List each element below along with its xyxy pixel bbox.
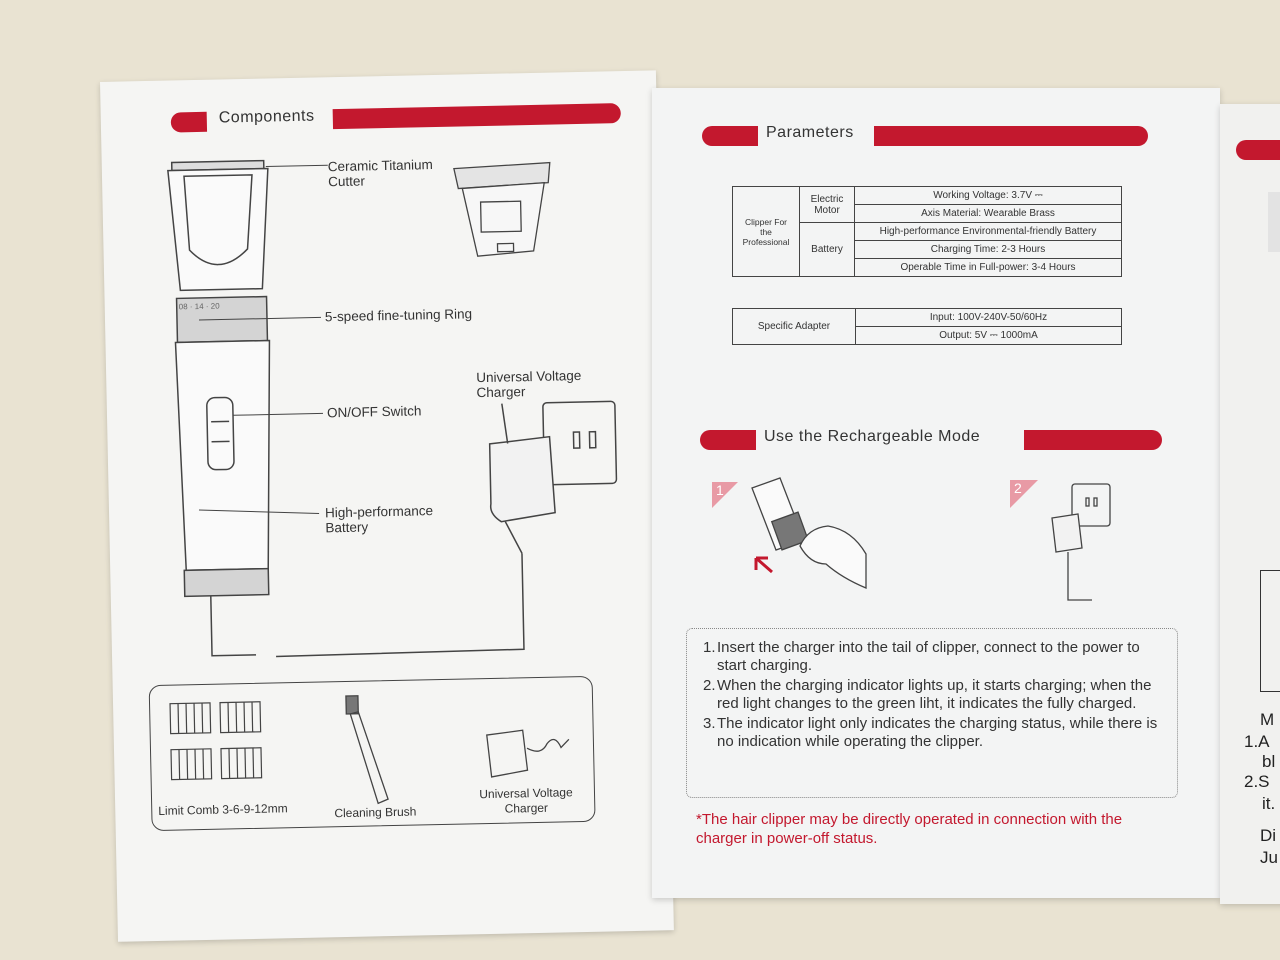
clipper-switch bbox=[206, 396, 235, 471]
adapter-table: Specific Adapter Input: 100V-240V-50/60H… bbox=[732, 308, 1122, 345]
clipper-diagram bbox=[167, 159, 618, 658]
insert-arrow-icon bbox=[754, 556, 773, 574]
third-page-line: M bbox=[1260, 710, 1275, 729]
battery-leader bbox=[198, 509, 320, 515]
rechargeable-header: Use the Rechargeable Mode bbox=[700, 426, 1162, 452]
charger-cable bbox=[210, 553, 525, 658]
cleaning-brush-icon bbox=[345, 695, 389, 805]
limit-comb-icons bbox=[169, 701, 263, 781]
charger-label: Universal Voltage Charger bbox=[476, 367, 582, 401]
axis-material-cell: Axis Material: Wearable Brass bbox=[854, 204, 1122, 223]
instruction-item: 3. The indicator light only indicates th… bbox=[703, 715, 1158, 750]
recharge-steps-illustration bbox=[712, 477, 1111, 601]
clipper-head-inner bbox=[183, 174, 253, 266]
third-page-diagram-box bbox=[1260, 570, 1280, 692]
working-voltage-cell: Working Voltage: 3.7V ⎓ bbox=[854, 186, 1122, 205]
adapter-label-cell: Specific Adapter bbox=[732, 308, 856, 345]
cleaning-brush-label: Cleaning Brush bbox=[334, 804, 417, 821]
left-page: Components bbox=[100, 70, 674, 942]
charging-time-cell: Charging Time: 2-3 Hours bbox=[854, 240, 1122, 259]
clipper-body bbox=[174, 339, 271, 572]
clipper-head bbox=[167, 167, 269, 292]
instructions-box: 1. Insert the charger into the tail of c… bbox=[686, 628, 1178, 798]
header-bar-left bbox=[700, 430, 756, 450]
third-page-line: Di bbox=[1260, 826, 1277, 845]
step-2-drawing bbox=[1051, 483, 1111, 601]
cutter-label: Ceramic Titanium Cutter bbox=[327, 157, 433, 190]
step-2-number: 2 bbox=[1014, 480, 1022, 496]
operation-note: *The hair clipper may be directly operat… bbox=[696, 811, 1123, 847]
step-1-number: 1 bbox=[716, 482, 724, 498]
third-page-line: 2.S bbox=[1244, 772, 1270, 791]
header-bar-right bbox=[874, 126, 1148, 146]
ring-leader bbox=[198, 316, 321, 321]
battery-label: High-performance Battery bbox=[324, 503, 434, 536]
third-page-line: bl bbox=[1262, 752, 1276, 771]
third-page-image bbox=[1268, 192, 1280, 252]
switch-label: ON/OFF Switch bbox=[326, 403, 422, 421]
header-bar-left bbox=[702, 126, 758, 146]
third-page-line: Ju bbox=[1260, 848, 1278, 867]
clipper-tail bbox=[183, 567, 270, 598]
third-page: M 1.A bl 2.S it. Di Ju bbox=[1220, 104, 1280, 904]
adapter-output-cell: Output: 5V ⎓ 1000mA bbox=[855, 326, 1122, 345]
battery-cell: Battery bbox=[799, 222, 855, 277]
accessories-box: Limit Comb 3-6-9-12mm Cleaning Brush Uni… bbox=[148, 675, 596, 832]
clipper-group-cell: Clipper For the Professional bbox=[732, 186, 800, 277]
adapter-input-cell: Input: 100V-240V-50/60Hz bbox=[855, 308, 1122, 327]
cutter-head-drawing bbox=[453, 161, 551, 257]
switch-leader bbox=[232, 412, 323, 416]
limit-comb-label: Limit Comb 3-6-9-12mm bbox=[158, 801, 288, 818]
third-page-line: it. bbox=[1262, 794, 1276, 813]
battery-type-cell: High-performance Environmental-friendly … bbox=[854, 222, 1122, 241]
third-page-line: 1.A bbox=[1244, 732, 1270, 751]
cutter-leader bbox=[265, 164, 328, 168]
instruction-item: 1. Insert the charger into the tail of c… bbox=[703, 639, 1140, 674]
step-1-marker bbox=[712, 482, 738, 508]
header-bar-right bbox=[1024, 430, 1162, 450]
charger-accessory-label: Universal Voltage Charger bbox=[479, 785, 573, 816]
instruction-item: 2. When the charging indicator lights up… bbox=[703, 677, 1152, 712]
step-2-marker bbox=[1010, 480, 1038, 508]
ring-label: 5-speed fine-tuning Ring bbox=[324, 306, 473, 325]
accessories-illustrations bbox=[169, 695, 570, 805]
step-1-drawing bbox=[751, 477, 867, 589]
operable-time-cell: Operable Time in Full-power: 3-4 Hours bbox=[854, 258, 1122, 277]
third-page-header-bar bbox=[1236, 140, 1280, 160]
ring-marks: 08 · 14 · 20 bbox=[178, 301, 220, 312]
right-page: Parameters Clipper For the Professional … bbox=[652, 88, 1220, 898]
charger-accessory-icon bbox=[486, 729, 570, 778]
adapter-body bbox=[488, 435, 556, 523]
rechargeable-title: Use the Rechargeable Mode bbox=[764, 428, 981, 445]
parameters-title: Parameters bbox=[766, 124, 854, 141]
parameters-table: Clipper For the Professional Electric Mo… bbox=[732, 186, 1122, 277]
motor-cell: Electric Motor bbox=[799, 186, 855, 223]
parameters-header: Parameters bbox=[702, 122, 1148, 148]
